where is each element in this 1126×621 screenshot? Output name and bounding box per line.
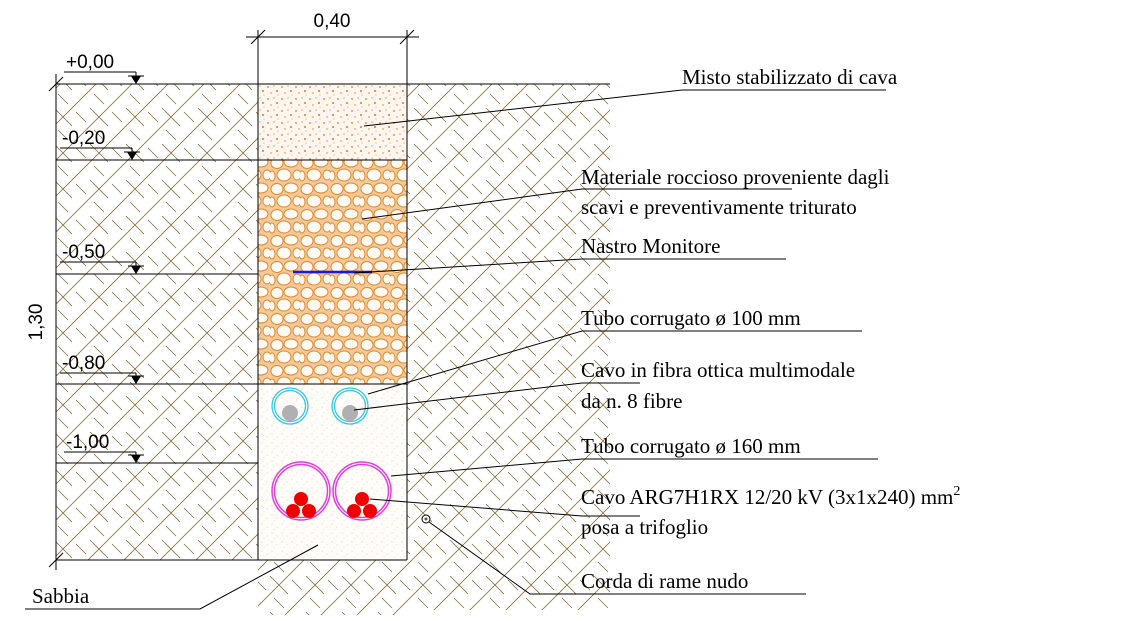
label-fibra-line2: da n. 8 fibre bbox=[581, 389, 682, 413]
level-label-2: -0,50 bbox=[62, 242, 105, 263]
level-label-0: +0,00 bbox=[66, 52, 114, 73]
layer-misto bbox=[258, 84, 407, 160]
leader-cavo bbox=[369, 498, 640, 517]
leader-tubo160 bbox=[390, 458, 878, 477]
depth-dimension: 1,30 bbox=[26, 304, 47, 341]
power-cable bbox=[286, 504, 300, 518]
fiber-cable-left bbox=[282, 405, 298, 421]
soil-bottom bbox=[258, 560, 407, 615]
leader-tubo100 bbox=[367, 330, 862, 395]
power-cable bbox=[347, 504, 361, 518]
label-nastro: Nastro Monitore bbox=[581, 234, 720, 258]
label-cavo-main: Cavo ARG7H1RX 12/20 kV (3x1x240) mm bbox=[581, 485, 953, 509]
power-cable bbox=[355, 492, 369, 506]
label-materiale-line2: scavi e preventivamente triturato bbox=[581, 195, 857, 219]
soil-left bbox=[56, 84, 258, 560]
leader-misto bbox=[363, 89, 886, 127]
level-marker-0: +0,00 bbox=[64, 52, 144, 84]
level-marker-4: -1,00 bbox=[64, 432, 144, 463]
level-marker-1: -0,20 bbox=[60, 128, 140, 160]
label-corda: Corda di rame nudo bbox=[581, 569, 748, 593]
tube-100-left bbox=[271, 387, 309, 425]
level-marker-2: -0,50 bbox=[60, 242, 144, 274]
power-cable bbox=[302, 504, 316, 518]
label-tubo100: Tubo corrugato ø 100 mm bbox=[581, 306, 801, 330]
tube-160-right bbox=[332, 461, 392, 521]
tube-100-right bbox=[331, 387, 369, 425]
label-cavo-superscript: 2 bbox=[953, 484, 960, 499]
level-label-3: -0,80 bbox=[62, 353, 105, 374]
leader-fibra bbox=[353, 382, 640, 411]
label-cavo-line2: posa a trifoglio bbox=[581, 515, 708, 539]
leader-corda bbox=[428, 521, 806, 595]
label-misto: Misto stabilizzato di cava bbox=[682, 65, 898, 89]
power-cable bbox=[363, 504, 377, 518]
tube-160-left bbox=[271, 461, 331, 521]
label-tubo160: Tubo corrugato ø 160 mm bbox=[581, 434, 801, 458]
fiber-cable-right bbox=[342, 405, 358, 421]
leader-materiale bbox=[361, 188, 792, 220]
label-fibra-line1: Cavo in fibra ottica multimodale bbox=[581, 358, 855, 382]
level-label-4: -1,00 bbox=[66, 432, 109, 453]
width-dim-tick-left bbox=[250, 29, 266, 45]
copper-rope-core bbox=[424, 517, 428, 521]
leader-nastro bbox=[353, 258, 786, 274]
label-materiale-line1: Materiale roccioso proveniente dagli bbox=[581, 165, 890, 189]
level-marker-3: -0,80 bbox=[60, 353, 144, 384]
label-cavo: Cavo ARG7H1RX 12/20 kV (3x1x240) mm2 bbox=[581, 484, 960, 509]
leader-sabbia bbox=[25, 544, 319, 610]
power-cable bbox=[294, 492, 308, 506]
label-sabbia: Sabbia bbox=[32, 584, 90, 608]
soil-right bbox=[407, 84, 610, 610]
width-dimension: 0,40 bbox=[314, 11, 351, 32]
level-label-1: -0,20 bbox=[62, 128, 105, 149]
width-dim-tick-right bbox=[399, 29, 415, 45]
depth-dim-tick-bottom bbox=[48, 552, 64, 568]
